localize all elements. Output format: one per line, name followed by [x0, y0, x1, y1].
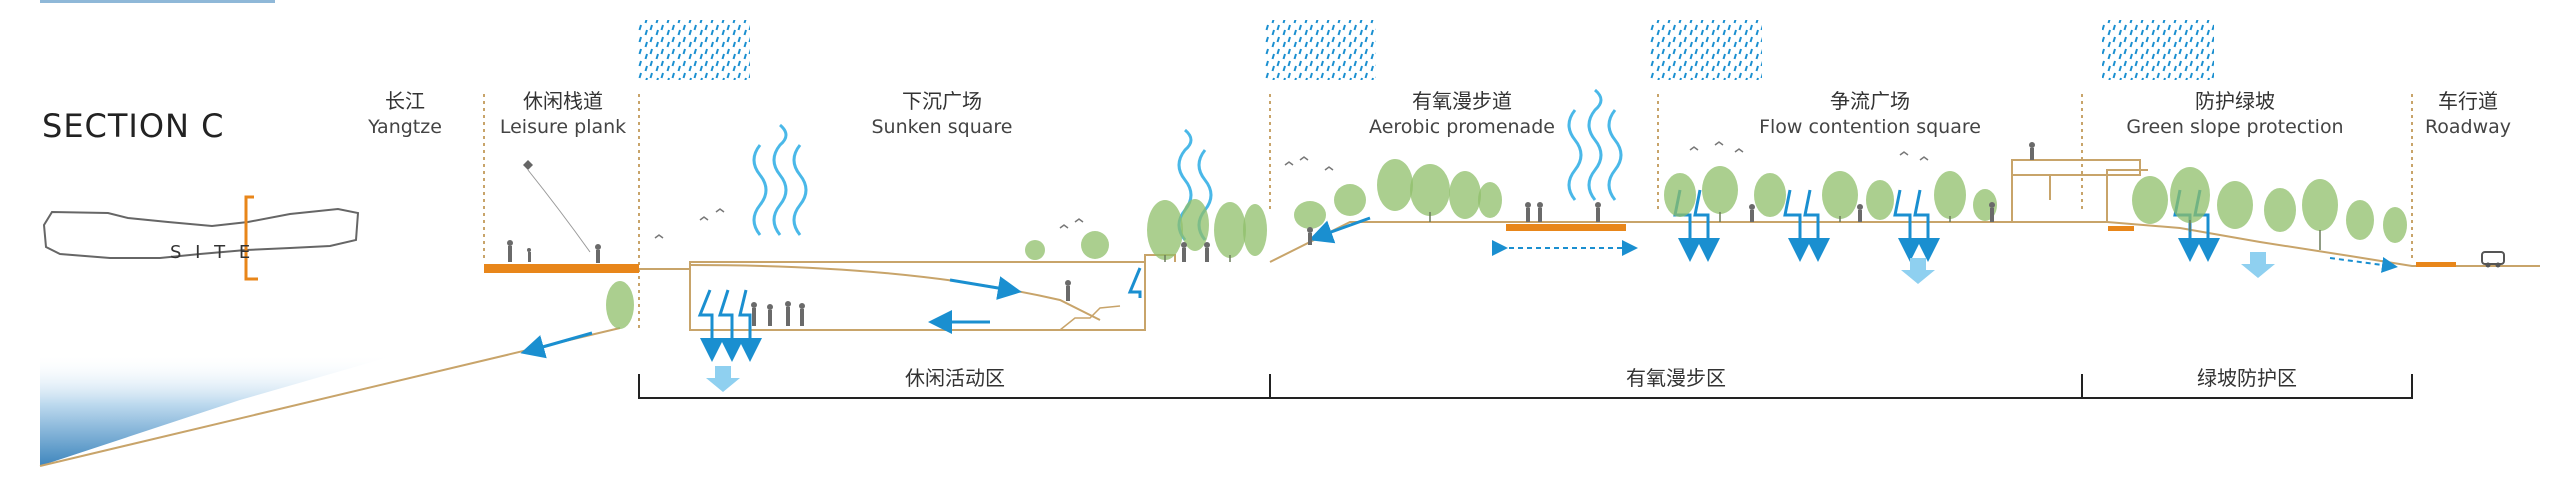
top-strip: [40, 0, 275, 3]
segment-sunken-square-zh: 下沉广场: [902, 89, 982, 113]
kite-icon: [523, 160, 591, 253]
segment-aerobic-promenade-zh: 有氧漫步道: [1412, 89, 1512, 113]
segment-sunken-square-en: Sunken square: [872, 116, 1013, 138]
zone-label-green-slope: 绿坡防护区: [2197, 366, 2297, 390]
segment-roadway-zh: 车行道: [2438, 89, 2498, 113]
tree-trunks: [1164, 212, 2321, 262]
flow-arrow-slope: [2329, 257, 2398, 273]
zone-brackets: [638, 374, 2413, 399]
zone-label-leisure: 休闲活动区: [905, 366, 1005, 390]
segment-leisure-plank-zh: 休闲栈道: [523, 89, 603, 113]
leisure-plank-deck: [484, 264, 639, 273]
person-icon: [507, 142, 2035, 326]
sunken-square-outline: [689, 262, 1146, 331]
flow-arrow-sunken-1: [949, 276, 1022, 300]
segment-aerobic-promenade-en: Aerobic promenade: [1369, 116, 1555, 138]
bird-icon: [654, 141, 1929, 239]
zone-label-aerobic: 有氧漫步区: [1626, 366, 1726, 390]
segment-green-slope-zh: 防护绿坡: [2195, 89, 2275, 113]
flow-arrow-river: [520, 331, 593, 359]
segment-yangtze-zh: 长江: [385, 89, 425, 113]
site-label: S I T E: [170, 242, 254, 263]
rain-icon: [638, 20, 2214, 80]
segment-labels: 长江 Yangtze 休闲栈道 Leisure plank 下沉广场 Sunke…: [367, 89, 2511, 138]
tree-icon: [606, 159, 2407, 329]
segment-dividers: [483, 94, 2413, 330]
drain-arrows: [706, 252, 2275, 392]
slope-deck: [2108, 226, 2134, 231]
segment-green-slope-en: Green slope protection: [2126, 116, 2343, 138]
viewing-platform: [2011, 159, 2141, 222]
segment-flow-contention-en: Flow contention square: [1759, 116, 1981, 138]
segment-yangtze-en: Yangtze: [367, 116, 442, 138]
car-icon: [2481, 251, 2505, 268]
yangtze-river: [40, 354, 400, 466]
promenade-deck: [1506, 224, 1626, 231]
segment-flow-contention-zh: 争流广场: [1830, 89, 1910, 113]
segment-roadway-en: Roadway: [2425, 116, 2511, 138]
flow-arrow-promenade: [1308, 216, 1371, 244]
site-key-map: S I T E: [42, 195, 360, 281]
sunken-steps: [1059, 305, 1121, 331]
segment-leisure-plank-en: Leisure plank: [500, 116, 626, 138]
section-title: SECTION C: [42, 107, 225, 145]
roadway-deck: [2416, 262, 2456, 267]
